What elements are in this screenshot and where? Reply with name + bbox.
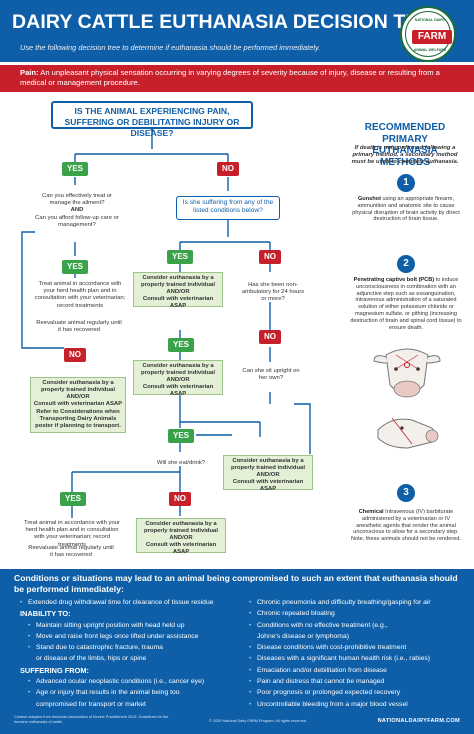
- method-name: Chemical: [358, 509, 384, 515]
- method-name: Gunshot: [357, 196, 381, 202]
- copyright: © 2020 National Dairy FARM Program. All …: [209, 719, 307, 723]
- pain-definition: Pain: An unpleasant physical sensation o…: [0, 65, 474, 92]
- consult-text: Consult with veterinarian ASAP: [33, 401, 123, 407]
- cow-head-front-illustration: [373, 348, 441, 398]
- main-question: IS THE ANIMAL EXPERIENCING PAIN, SUFFERI…: [51, 101, 253, 138]
- condition-item: Uncontrollable bleeding from a major blo…: [249, 699, 469, 711]
- treat-question-2: Can you afford follow-up care or managem…: [35, 214, 119, 228]
- condition-item: Emaciation and/or debilitation from dise…: [249, 665, 469, 677]
- pain-label: Pain:: [20, 68, 39, 77]
- conditions-subheading: SUFFERING FROM:: [20, 665, 89, 675]
- conditions-list-right: Chronic pneumonia and difficulty breathi…: [249, 597, 469, 710]
- source-note: Content adapted from American Associatio…: [14, 715, 169, 724]
- treat-plan: Treat animal in accordance with your her…: [34, 281, 126, 309]
- yes-badge: YES: [168, 338, 194, 352]
- logo-word: FARM: [412, 30, 452, 44]
- logo-bottom-text: ANIMAL WELFARE: [413, 48, 447, 52]
- consider-euthanasia-box: Consider euthanasia by a properly traine…: [133, 272, 223, 309]
- andor-text: AND/OR: [256, 472, 280, 478]
- conditions-list-left: Extended drug withdrawal time for cleara…: [20, 597, 240, 710]
- sit-upright-question: Can she sit upright on her own?: [242, 368, 300, 382]
- consider-text: Consider euthanasia by a properly traine…: [141, 275, 215, 288]
- andor-text: AND/OR: [166, 289, 190, 295]
- method-number-3: 3: [397, 484, 415, 502]
- method-captive-bolt: Penetrating captive bolt (PCB) to induce…: [350, 277, 462, 331]
- condition-item: Disease conditions with cost-prohibitive…: [249, 642, 469, 654]
- website-url: NATIONALDAIRYFARM.COM: [377, 718, 460, 724]
- condition-item: Poor prognosis or prolonged expected rec…: [249, 687, 469, 699]
- refer-text: Refer to Considerations when Transportin…: [35, 409, 121, 429]
- consult-text: Consult with veterinarian ASAP: [142, 384, 214, 397]
- and-connector: AND: [70, 207, 84, 214]
- condition-item: Stand due to catastrophic fracture, trau…: [20, 642, 240, 654]
- method-number-2: 2: [397, 255, 415, 273]
- consider-text: Consider euthanasia by a properly traine…: [231, 458, 305, 471]
- condition-item: Pain and distress that cannot be managed: [249, 676, 469, 688]
- yes-badge: YES: [62, 162, 88, 176]
- no-badge: NO: [217, 162, 239, 176]
- cow-head-side-illustration: [377, 417, 439, 449]
- treat-question-1: Can you effectively treat or manage the …: [42, 193, 112, 207]
- condition-item: Johne's disease or lymphoma): [257, 632, 349, 640]
- consult-text: Consult with veterinarian ASAP: [142, 296, 214, 309]
- consider-text: Consider euthanasia by a properly traine…: [41, 380, 115, 393]
- condition-item: Advanced ocular neoplastic conditions (i…: [20, 676, 240, 688]
- logo-ring: NATIONAL DAIRY FARM ANIMAL WELFARE: [405, 11, 452, 57]
- condition-item: Diseases with a significant human health…: [249, 653, 469, 665]
- farm-logo: NATIONAL DAIRY FARM ANIMAL WELFARE: [400, 6, 456, 62]
- no-badge: NO: [169, 492, 191, 506]
- method-text: Intravenous (IV) barbiturate administere…: [350, 509, 462, 543]
- logo-top-text: NATIONAL DAIRY: [414, 18, 446, 22]
- andor-text: AND/OR: [166, 377, 190, 383]
- conditions-heading: Conditions or situations may lead to an …: [14, 573, 458, 594]
- yes-badge: YES: [167, 250, 193, 264]
- method-text: using an appropriate firearm, ammunition…: [352, 196, 460, 223]
- condition-item: Age or injury that results in the animal…: [20, 687, 240, 699]
- conditions-subheading: INABILITY TO:: [20, 609, 71, 619]
- consult-text: Consult with veterinarian ASAP: [232, 479, 304, 492]
- no-badge: NO: [259, 250, 281, 264]
- consider-euthanasia-box: Consider euthanasia by a properly traine…: [30, 377, 126, 433]
- page-subtitle: Use the following decision tree to deter…: [20, 43, 321, 52]
- condition-item: Chronic repeated bloating: [249, 608, 469, 620]
- condition-item: Move and raise front legs once lifted un…: [20, 631, 240, 643]
- yes-badge: YES: [168, 429, 194, 443]
- methods-note: If death is not confirmed following a pr…: [351, 145, 459, 165]
- consult-text: Consult with veterinarian ASAP: [145, 542, 217, 555]
- treat-plan-2: Treat animal in accordance with your her…: [23, 520, 121, 548]
- methods-heading: RECOMMENDED PRIMARY EUTHANASIA METHODS: [364, 122, 446, 168]
- condition-item: Chronic pneumonia and difficulty breathi…: [249, 597, 469, 609]
- condition-item: Maintain sitting upright position with h…: [20, 620, 240, 632]
- reevaluate-2: Reevaluate animal regularly until it has…: [28, 545, 114, 559]
- yes-badge: YES: [62, 260, 88, 274]
- method-text: to induce unconsciousness in combination…: [350, 277, 462, 331]
- treat-question: Can you effectively treat or manage the …: [33, 193, 121, 229]
- consider-euthanasia-box: Consider euthanasia by a properly traine…: [136, 518, 226, 555]
- pain-text: An unpleasant physical sensation occurri…: [20, 68, 440, 87]
- consider-euthanasia-box: Consider euthanasia by a properly traine…: [223, 455, 313, 492]
- no-badge: NO: [64, 348, 86, 362]
- condition-item: or disease of the limbs, hips or spine: [36, 655, 147, 663]
- conditions-question: Is she suffering from any of the listed …: [176, 196, 280, 220]
- method-name: Penetrating captive bolt (PCB): [353, 277, 435, 283]
- andor-text: AND/OR: [66, 394, 90, 400]
- eat-drink-question: Will she eat/drink?: [156, 460, 206, 466]
- consider-text: Consider euthanasia by a properly traine…: [141, 363, 215, 376]
- yes-badge: YES: [60, 492, 86, 506]
- page-title: DAIRY CATTLE EUTHANASIA DECISION TREE: [12, 11, 446, 33]
- method-chemical: Chemical Intravenous (IV) barbiturate ad…: [350, 509, 462, 543]
- condition-item: compromised for transport or market: [36, 700, 146, 708]
- no-badge: NO: [259, 330, 281, 344]
- condition-item: Conditions with no effective treatment (…: [249, 620, 469, 632]
- flow-connectors: [21, 127, 311, 518]
- nonambulatory-question: Has she been non-ambulatory for 24 hours…: [241, 282, 305, 303]
- condition-item: Extended drug withdrawal time for cleara…: [20, 597, 240, 609]
- header-banner: DAIRY CATTLE EUTHANASIA DECISION TREE Us…: [0, 0, 474, 62]
- consider-text: Consider euthanasia by a properly traine…: [144, 521, 218, 534]
- reevaluate: Reevaluate animal regularly until it has…: [36, 320, 122, 334]
- method-gunshot: Gunshot using an appropriate firearm, am…: [350, 196, 462, 223]
- consider-euthanasia-box: Consider euthanasia by a properly traine…: [133, 360, 223, 397]
- method-number-1: 1: [397, 174, 415, 192]
- andor-text: AND/OR: [169, 535, 193, 541]
